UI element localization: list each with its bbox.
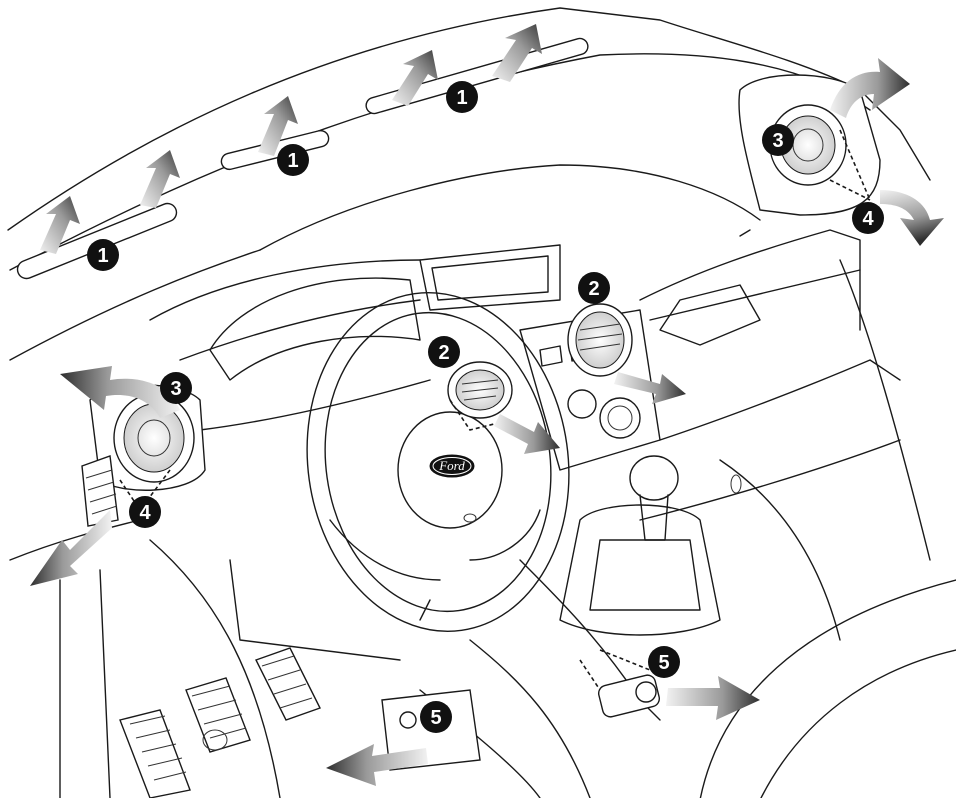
number-badges: 1 1 1 2 2 3 3 4 [87, 81, 884, 733]
badge-label: 3 [772, 130, 783, 152]
arrow-footwell-left [326, 744, 428, 786]
pedals [119, 647, 321, 798]
badge-label: 2 [438, 342, 449, 364]
badge-2-center: 2 [578, 272, 610, 304]
arrow-defrost-up-5 [492, 24, 542, 82]
badge-3-left: 3 [160, 372, 192, 404]
badge-label: 1 [456, 87, 467, 109]
badge-4-left: 4 [129, 496, 161, 528]
centre-vents [447, 303, 633, 419]
arrow-side-window-left [30, 510, 112, 586]
badge-5-console: 5 [648, 646, 680, 678]
gear-lever [559, 455, 721, 636]
pedal-accelerator [255, 647, 321, 721]
badge-3-right: 3 [762, 124, 794, 156]
arrow-side-vent-right [830, 58, 910, 118]
arrow-side-vent-left [60, 366, 180, 418]
badge-label: 5 [430, 707, 441, 729]
arrow-centre-vent-right [614, 372, 686, 404]
arrow-defrost-up-4 [392, 50, 438, 106]
airflow-arrows [30, 24, 944, 786]
badge-1-right: 1 [446, 81, 478, 113]
badge-label: 1 [97, 245, 108, 267]
badge-4-right: 4 [852, 202, 884, 234]
arrow-side-window-right [880, 190, 944, 246]
arrow-defrost-up-2 [140, 150, 180, 208]
arrow-defrost-up-1 [40, 196, 80, 254]
ford-logo-text: Ford [438, 458, 465, 473]
pedal-clutch [119, 709, 191, 798]
badge-1-center: 1 [277, 144, 309, 176]
gear-knob [629, 455, 679, 501]
pedal-brake [185, 677, 251, 753]
control-knob-left [567, 389, 597, 419]
badge-label: 3 [170, 378, 181, 400]
badge-label: 4 [862, 208, 874, 230]
arrow-centre-vent-left [494, 414, 560, 454]
badge-1-left: 1 [87, 239, 119, 271]
steering-wheel: Ford [306, 291, 570, 633]
badge-label: 5 [658, 652, 669, 674]
arrow-footwell-right [666, 676, 760, 720]
badge-5-footwell: 5 [420, 701, 452, 733]
badge-label: 1 [287, 150, 298, 172]
instrument-panel [209, 244, 561, 381]
ford-logo [429, 454, 475, 478]
badge-2-steering: 2 [428, 336, 460, 368]
control-knob-right [599, 397, 641, 439]
arrow-defrost-up-3 [258, 96, 298, 156]
badge-label: 4 [139, 502, 151, 524]
badge-label: 2 [588, 278, 599, 300]
defrost-slot-right [365, 37, 589, 115]
